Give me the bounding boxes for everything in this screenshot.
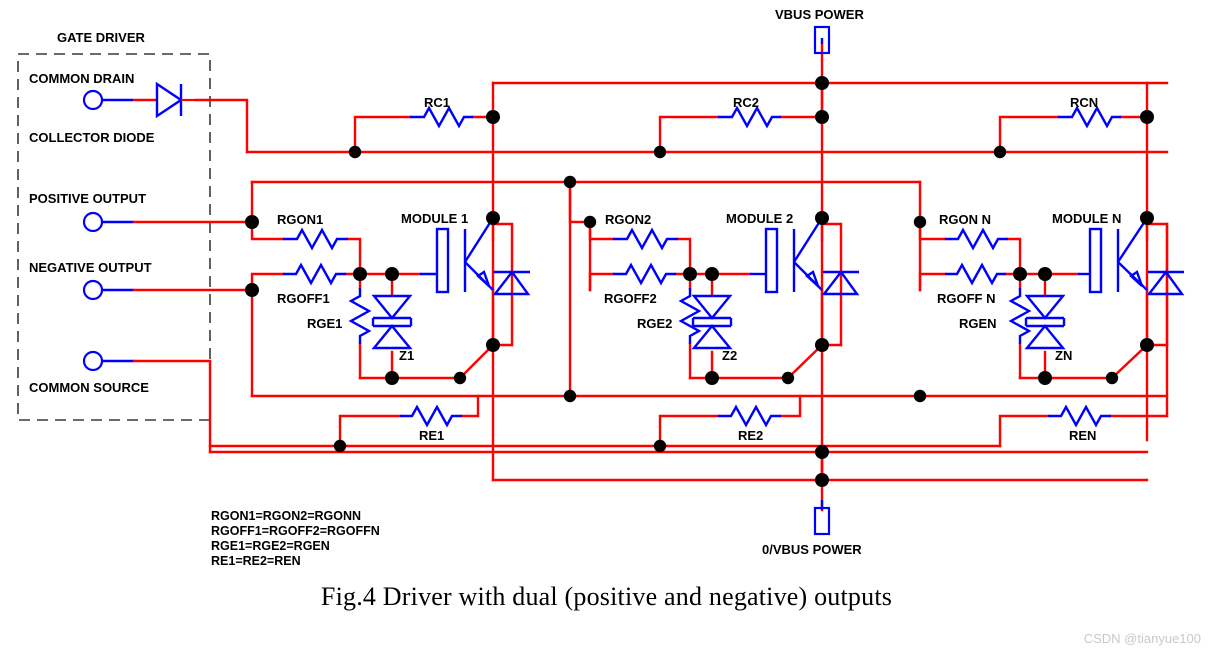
note-line-2: RGOFF1=RGOFF2=RGOFFN	[211, 524, 380, 538]
label-re2: RE2	[738, 428, 763, 443]
label-rge1: RGE1	[307, 316, 342, 331]
label-re1: RE1	[419, 428, 444, 443]
label-rc1: RC1	[424, 95, 450, 110]
common-drain-pin	[82, 89, 133, 111]
label-ren: REN	[1069, 428, 1096, 443]
terminal-label-common-source: COMMON SOURCE	[29, 380, 149, 395]
junction-nodes	[245, 76, 1154, 487]
igbt-module-n	[1078, 217, 1149, 294]
label-zn: ZN	[1055, 348, 1072, 363]
positive-output-pin	[82, 211, 134, 233]
label-z2: Z2	[722, 348, 737, 363]
label-rgen: RGEN	[959, 316, 997, 331]
terminal-label-negative-output: NEGATIVE OUTPUT	[29, 260, 152, 275]
freewheel-diode-2	[821, 269, 860, 296]
gate-driver-title: GATE DRIVER	[57, 30, 145, 45]
resistors	[283, 105, 1121, 428]
note-line-4: RE1=RE2=REN	[211, 554, 301, 568]
terminal-label-common-drain: COMMON DRAIN	[29, 71, 134, 86]
label-module-2: MODULE 2	[726, 211, 793, 226]
note-line-1: RGON1=RGON2=RGONN	[211, 509, 361, 523]
freewheel-diode-1	[492, 269, 531, 296]
note-line-3: RGE1=RGE2=RGEN	[211, 539, 330, 553]
zener-z2	[691, 294, 733, 350]
watermark: CSDN @tianyue100	[1083, 631, 1201, 646]
label-rcn: RCN	[1070, 95, 1098, 110]
label-rc2: RC2	[733, 95, 759, 110]
freewheel-diode-n	[1146, 269, 1185, 296]
igbt-module-1	[420, 217, 495, 294]
label-module-1: MODULE 1	[401, 211, 468, 226]
label-rgon-n: RGON N	[939, 212, 991, 227]
vbus-top-terminal	[813, 25, 831, 55]
zener-z1	[371, 294, 413, 350]
label-rgoff1: RGOFF1	[277, 291, 330, 306]
label-rgon2: RGON2	[605, 212, 651, 227]
gate-driver-box	[17, 53, 211, 421]
negative-output-pin	[82, 279, 134, 301]
terminal-label-collector-diode: COLLECTOR DIODE	[29, 130, 155, 145]
terminal-label-positive-output: POSITIVE OUTPUT	[29, 191, 146, 206]
igbt-module-2	[750, 217, 824, 294]
vbus-bottom-terminal	[813, 500, 831, 536]
vbus-bottom-label: 0/VBUS POWER	[762, 542, 862, 557]
label-rgoff-n: RGOFF N	[937, 291, 996, 306]
zener-zn	[1024, 294, 1066, 350]
common-source-pin	[82, 350, 134, 372]
label-z1: Z1	[399, 348, 414, 363]
label-rgon1: RGON1	[277, 212, 323, 227]
vbus-top-label: VBUS POWER	[775, 7, 864, 22]
wire-network	[132, 42, 1169, 512]
figure-caption: Fig.4 Driver with dual (positive and neg…	[320, 582, 893, 611]
collector-diode-symbol	[133, 81, 196, 119]
label-rgoff2: RGOFF2	[604, 291, 657, 306]
label-rge2: RGE2	[637, 316, 672, 331]
label-module-n: MODULE N	[1052, 211, 1121, 226]
notes-block: RGON1=RGON2=RGONN RGOFF1=RGOFF2=RGOFFN R…	[211, 509, 380, 568]
